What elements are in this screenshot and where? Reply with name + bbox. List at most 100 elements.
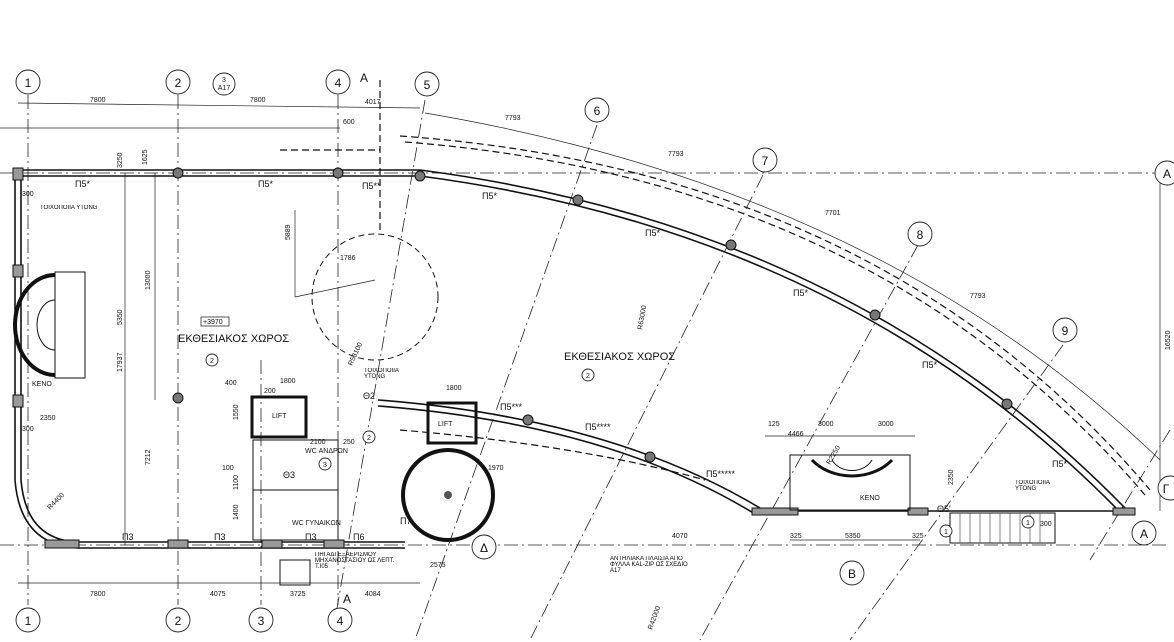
note-ventilation-shaft: ΠΗΓΑΔΙ ΕΞΑΕΡΙΣΜΟΥ ΜΗΧΑΝΟΣΤΑΣΙΟΥ ΩΣ ΛΕΠΤ.… <box>315 552 395 570</box>
tag: Π3 <box>122 532 134 542</box>
dim-text: 3000 <box>818 421 834 428</box>
dim-text: 7800 <box>90 591 106 598</box>
tag: 3 <box>323 462 327 469</box>
dim-text: 300 <box>22 191 34 198</box>
grid-label-5: 5 <box>424 78 431 92</box>
lift-label-left: LIFT <box>272 413 287 420</box>
tag: Π6 <box>353 532 365 542</box>
grid-label-4-bottom: 4 <box>337 614 344 628</box>
grid-label-B: B <box>848 567 856 581</box>
tag: Π5* <box>1052 459 1068 469</box>
dim-text: 7793 <box>970 293 986 300</box>
note-ytong-right: ΤΟΙΧΟΠΟΙΙΑ YTONG <box>1015 480 1050 492</box>
dim-text: 4017 <box>365 99 381 106</box>
tag: 1 <box>1026 520 1030 527</box>
room-number: 2 <box>586 373 590 380</box>
dim-text: R4400 <box>46 492 66 512</box>
room-labels: ΕΚΘΕΣΙΑΚΟΣ ΧΩΡΟΣ 2 ΕΚΘΕΣΙΑΚΟΣ ΧΩΡΟΣ 2 2 … <box>32 316 880 527</box>
grid-label-delta: Δ <box>480 541 488 555</box>
detail-ref-top: 3 <box>222 77 226 84</box>
dim-text: 17937 <box>117 352 124 372</box>
tag: Π5* <box>645 228 661 238</box>
external-stair <box>949 512 1056 544</box>
dim-text: 7701 <box>825 210 841 217</box>
dim-text: 2350 <box>948 469 955 485</box>
grid-label-gamma: Γ <box>1163 482 1170 496</box>
dim-text: 2575 <box>430 562 446 569</box>
dim-text: 600 <box>343 119 355 126</box>
room-label-exhibition-left: ΕΚΘΕΣΙΑΚΟΣ ΧΩΡΟΣ <box>178 333 289 345</box>
element-tags: Π5* Π5* Π5** Π5* Π5* Π5* Π5* Π5* Π5*** Π… <box>75 179 1068 542</box>
dim-text: R63000 <box>637 305 648 330</box>
note-louvers: ΑΝΤΗΛΙΑΚΑ ΠΛΑΙΣΙΑ ΑΠΟ ΦΥΛΛΑ KAL-ZIP ΩΣ Σ… <box>610 556 688 574</box>
void-label-left: KENO <box>32 381 52 388</box>
detail-ref-bottom: A17 <box>218 85 231 92</box>
dim-text: 4075 <box>210 591 226 598</box>
dim-text: 7800 <box>90 97 106 104</box>
tag: Θ3 <box>283 470 295 480</box>
grid-label-2: 2 <box>175 76 182 90</box>
room-number: 2 <box>210 358 214 365</box>
dim-text: 1786 <box>340 255 356 262</box>
dim-text: 1400 <box>233 504 240 520</box>
dim-text: 7793 <box>505 115 521 122</box>
tag: 1 <box>944 529 948 536</box>
dimension-lines <box>0 102 1161 584</box>
dim-text: 3000 <box>878 421 894 428</box>
grid-label-6: 6 <box>594 104 601 118</box>
dim-text: 5889 <box>285 224 292 240</box>
dim-text: 5350 <box>117 309 124 325</box>
dim-text: 250 <box>343 439 355 446</box>
grid-label-2-bottom: 2 <box>175 614 182 628</box>
dim-text: 1550 <box>233 404 240 420</box>
dim-text: 1800 <box>446 385 462 392</box>
grid-label-A: A <box>1163 167 1171 181</box>
tag: Θ5' <box>937 504 951 514</box>
grid-label-1: 1 <box>25 76 32 90</box>
lift-label-center: LIFT <box>438 421 453 428</box>
dim-text: R53100 <box>347 342 364 367</box>
dim-text: 7793 <box>668 151 684 158</box>
tag: Π5***** <box>706 469 736 479</box>
level-mark: +3970 <box>203 319 223 326</box>
dim-text: 1800 <box>280 378 296 385</box>
dim-text: 300 <box>22 426 34 433</box>
grid-label-3-bottom: 3 <box>258 614 265 628</box>
grid-label-9: 9 <box>1062 324 1069 338</box>
section-marker-bottom: A <box>343 592 351 606</box>
spiral-stair-right <box>789 454 911 511</box>
tag: Π5* <box>258 179 274 189</box>
tag: Π5** <box>362 181 381 191</box>
dim-text: 100 <box>222 465 234 472</box>
dim-text: 325 <box>790 533 802 540</box>
grid-label-A-bottom: A <box>1140 527 1148 541</box>
wc-women-label: WC ΓΥΝΑΙΚΩΝ <box>292 520 341 527</box>
dimension-texts: 7800 7800 4017 600 7793 7793 7701 7793 1… <box>22 97 1172 631</box>
spiral-stair-center <box>401 448 495 542</box>
dim-text: 125 <box>768 421 780 428</box>
dim-text: 16520 <box>1165 330 1172 350</box>
tag: Π5* <box>793 288 809 298</box>
tag: Π7 <box>400 516 412 526</box>
grid-label-4: 4 <box>335 76 342 90</box>
dim-text: 4070 <box>672 533 688 540</box>
dim-text: R42000 <box>647 605 662 631</box>
tag: Π3 <box>214 532 226 542</box>
dim-text: 4466 <box>788 431 804 438</box>
note-ytong-center: ΤΟΙΧΟΠΟΙΙΑ YTONG <box>364 368 399 380</box>
tag: Π5* <box>482 191 498 201</box>
grid-label-1-bottom: 1 <box>25 614 32 628</box>
dim-text: 300 <box>1040 521 1052 528</box>
tag: Θ2 <box>363 391 375 401</box>
dim-text: 5350 <box>845 533 861 540</box>
grid-bubble <box>15 69 41 95</box>
dim-text: 7800 <box>250 97 266 104</box>
dome-circle <box>311 233 439 361</box>
dim-text: 3250 <box>117 152 124 168</box>
grid-label-8: 8 <box>917 228 924 242</box>
note-ytong-left: ΤΟΙΧΟΠΟΙΙΑ YTONG <box>40 205 98 211</box>
dim-text: 2350 <box>40 415 56 422</box>
